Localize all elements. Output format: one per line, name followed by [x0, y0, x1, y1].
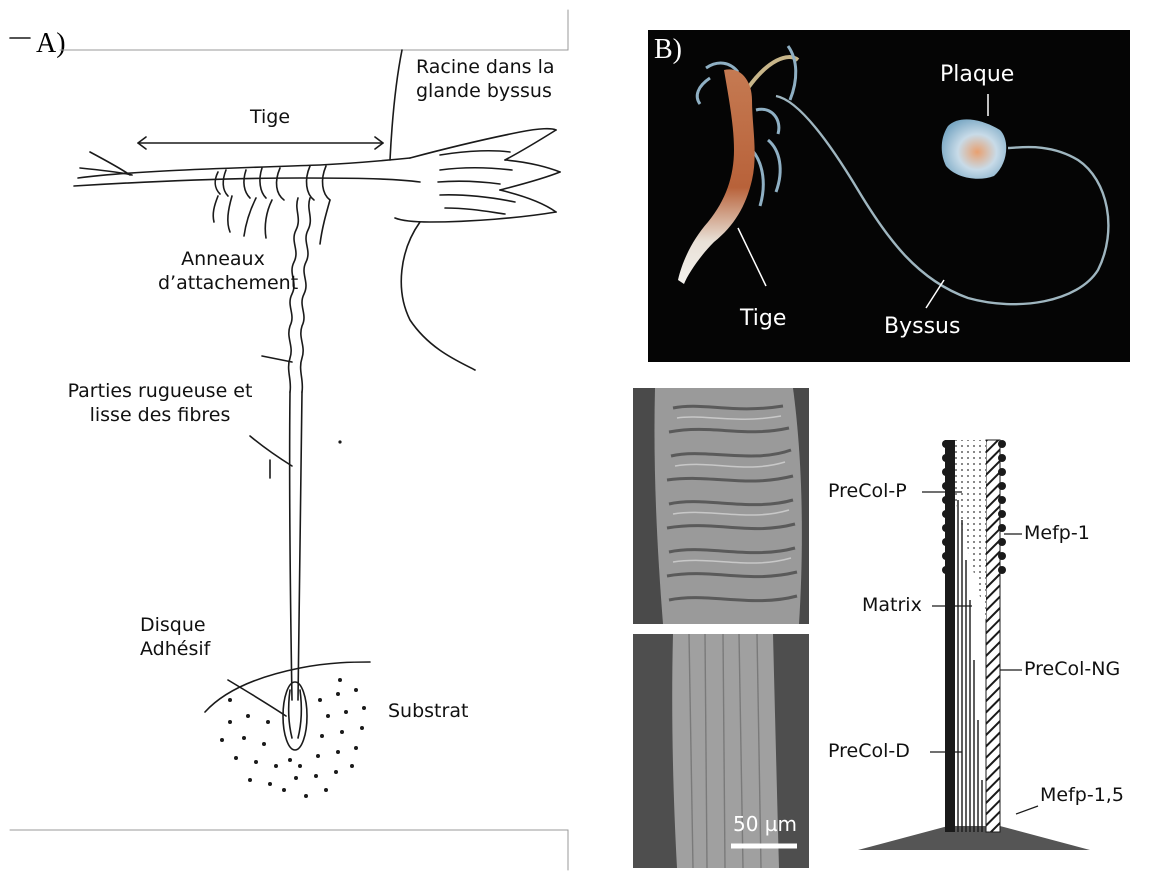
- label-mefp1: Mefp-1: [1024, 522, 1090, 544]
- label-precol-d: PreCol-D: [828, 740, 910, 762]
- label-precol-ng: PreCol-NG: [1024, 658, 1120, 680]
- label-matrix: Matrix: [862, 594, 922, 616]
- label-mefp15: Mefp-1,5: [1040, 784, 1124, 806]
- label-precol-p: PreCol-P: [828, 480, 907, 502]
